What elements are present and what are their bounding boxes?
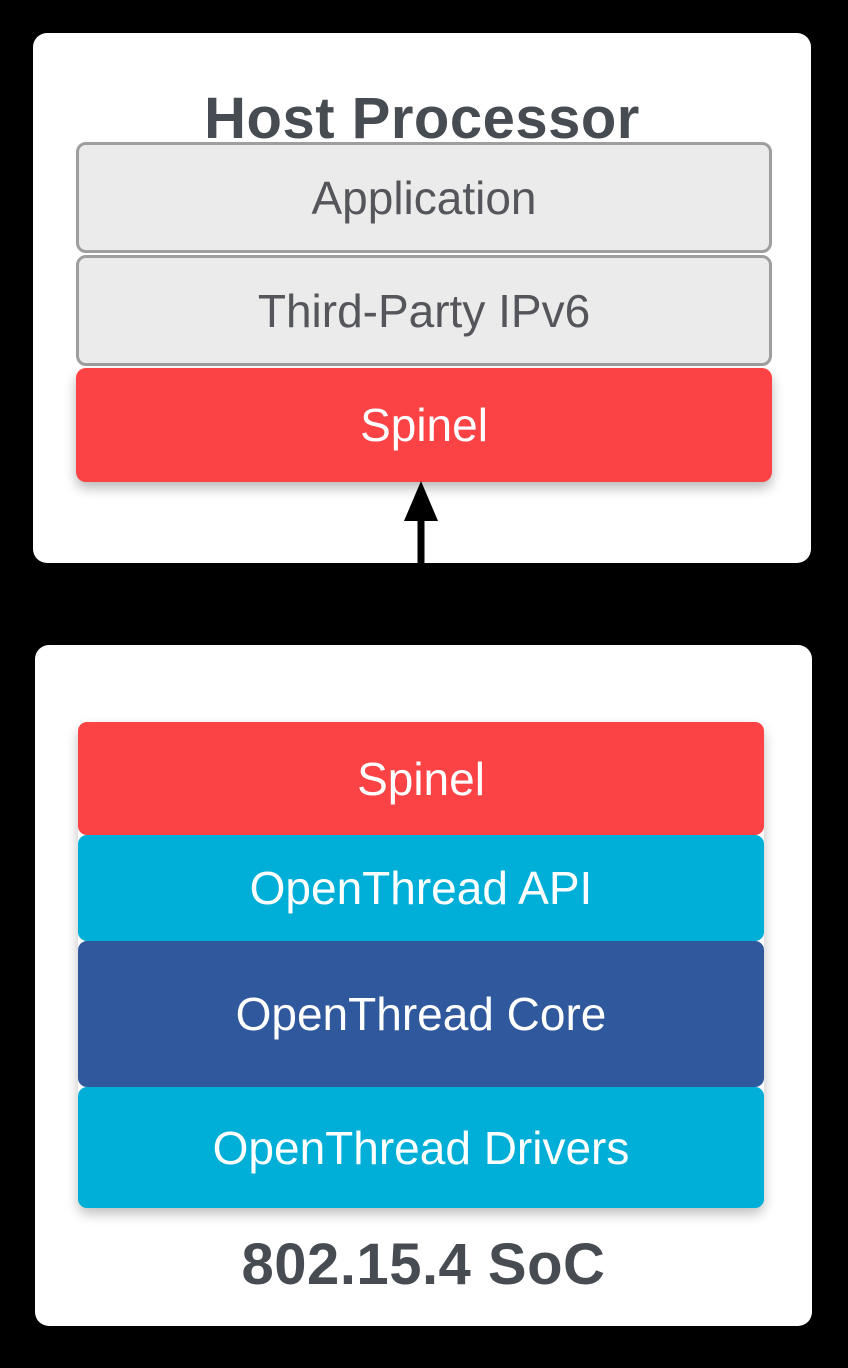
layer-third-party-ipv6-label: Third-Party IPv6 bbox=[257, 284, 591, 337]
layer-spinel-host-label: Spinel bbox=[360, 399, 488, 451]
layer-openthread-api: OpenThread API bbox=[78, 835, 764, 941]
double-headed-vertical-arrow-icon bbox=[404, 481, 438, 720]
soc-title: 802.15.4 SoC bbox=[241, 1232, 606, 1297]
soc-panel: Spinel OpenThread API OpenThread Core Op… bbox=[35, 645, 812, 1326]
layer-openthread-api-label: OpenThread API bbox=[249, 862, 593, 914]
layer-openthread-drivers: OpenThread Drivers bbox=[78, 1087, 764, 1208]
layer-spinel-soc-label: Spinel bbox=[357, 752, 485, 805]
layer-openthread-drivers-label: OpenThread Drivers bbox=[212, 1121, 630, 1174]
layer-spinel-soc: Spinel bbox=[78, 722, 764, 835]
layer-application-label: Application bbox=[311, 171, 537, 224]
layer-third-party-ipv6: Third-Party IPv6 bbox=[76, 255, 772, 366]
layer-openthread-core: OpenThread Core bbox=[78, 941, 764, 1087]
host-layer-stack: Application Third-Party IPv6 Spinel bbox=[76, 142, 772, 482]
layer-application: Application bbox=[76, 142, 772, 253]
soc-layer-stack: Spinel OpenThread API OpenThread Core Op… bbox=[78, 722, 764, 1208]
layer-openthread-core-label: OpenThread Core bbox=[235, 988, 607, 1040]
layer-spinel-host: Spinel bbox=[76, 368, 772, 482]
host-processor-title: Host Processor bbox=[204, 86, 640, 151]
host-processor-panel: Host Processor Application Third-Party I… bbox=[33, 33, 811, 563]
